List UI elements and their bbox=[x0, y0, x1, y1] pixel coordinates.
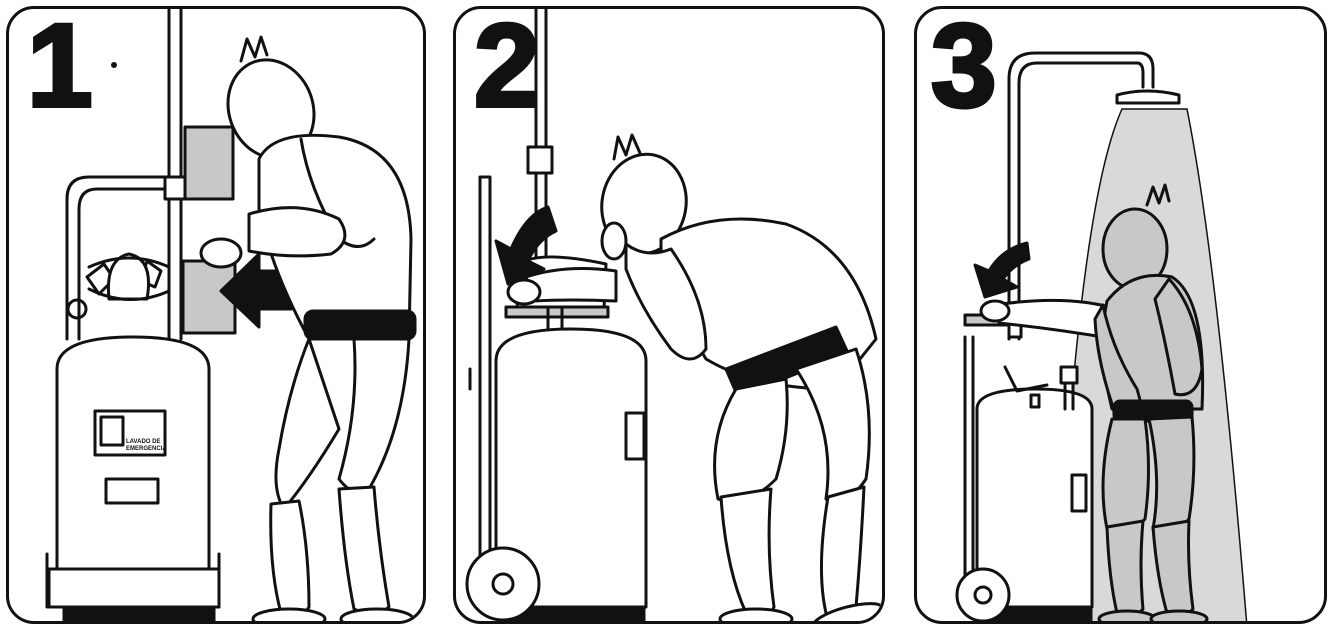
step-panel-3: 3 bbox=[914, 6, 1327, 624]
svg-text:EMERGENCIA: EMERGENCIA bbox=[126, 446, 167, 452]
step-number-1: 1 bbox=[27, 7, 93, 125]
tank-sign-text: LAVADO DE bbox=[126, 439, 160, 445]
step-panel-1: 1 bbox=[6, 6, 426, 624]
step-panel-2: 2 bbox=[453, 6, 885, 624]
step-number-2: 2 bbox=[474, 7, 540, 125]
step-number-3: 3 bbox=[931, 7, 997, 125]
